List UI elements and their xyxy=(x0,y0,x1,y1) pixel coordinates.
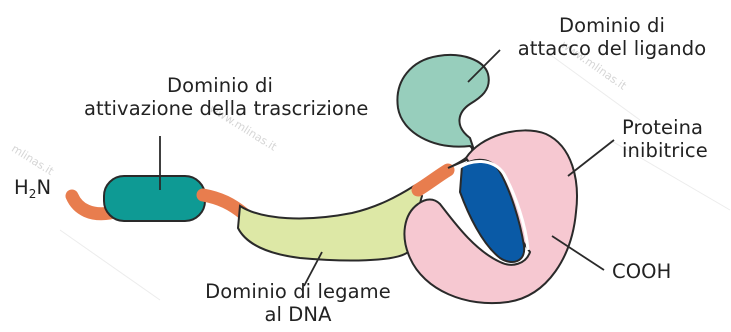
linker-dbd-lbd xyxy=(418,170,448,190)
dna-binding-domain-label: Dominio di legame al DNA xyxy=(180,280,416,326)
dna-binding-label-line2: al DNA xyxy=(180,303,416,326)
amino-terminus-label: H2N xyxy=(14,176,51,206)
transactivation-domain-label: Dominio di attivazione della trascrizion… xyxy=(84,74,356,120)
ligand-binding-label-line1: Dominio di xyxy=(500,14,724,37)
transactivation-domain xyxy=(104,176,205,221)
ligand-binding-domain-label: Dominio di attacco del ligando xyxy=(500,14,724,60)
dna-binding-domain xyxy=(238,186,422,260)
ligand-binding-label-line2: attacco del ligando xyxy=(500,37,724,60)
transactivation-label-line2: attivazione della trascrizione xyxy=(84,97,356,120)
linker-tad-dbd xyxy=(203,195,244,214)
carboxyl-terminus-label: COOH xyxy=(612,260,671,283)
transactivation-label-line1: Dominio di xyxy=(84,74,356,97)
inhibitor-protein-label: Proteina inibitrice xyxy=(622,116,708,162)
inhibitor-label-line1: Proteina xyxy=(622,116,708,139)
inhibitor-label-line2: inibitrice xyxy=(622,139,708,162)
dna-binding-label-line1: Dominio di legame xyxy=(180,280,416,303)
